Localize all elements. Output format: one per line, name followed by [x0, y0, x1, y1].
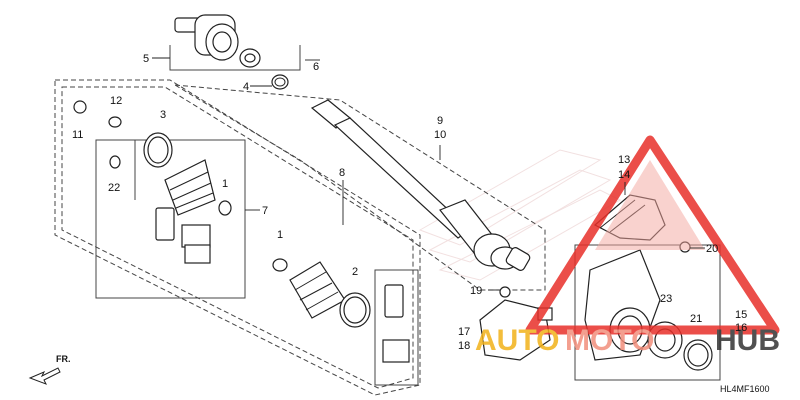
- cv-joint-outer: [174, 14, 289, 90]
- group-box-boot-kit: [374, 269, 419, 386]
- front-direction-arrow: FR.: [28, 354, 71, 385]
- watermark-text-hub: HUB: [715, 324, 780, 357]
- label-part-18: 18: [458, 340, 470, 352]
- label-part-12: 12: [110, 95, 122, 107]
- label-part-7: 7: [262, 205, 268, 217]
- label-part-20: 20: [706, 243, 718, 255]
- label-part-11: 11: [72, 129, 83, 141]
- label-part-10: 10: [434, 129, 446, 141]
- group-box-5-6: [169, 45, 301, 71]
- label-part-21: 21: [690, 313, 702, 325]
- label-part-3: 3: [160, 109, 166, 121]
- cv-boot-right: [272, 258, 410, 363]
- label-part-23: 23: [660, 293, 672, 305]
- drive-shaft: [310, 99, 531, 271]
- label-part-1-a: 1: [222, 178, 228, 190]
- label-part-8: 8: [339, 167, 345, 179]
- watermark-text-moto: MOTO: [565, 324, 654, 357]
- diagram-code: HL4MF1600: [720, 384, 770, 394]
- group-box-7: [95, 139, 246, 299]
- label-part-19: 19: [470, 285, 482, 297]
- assembly-outline-9: [174, 84, 546, 291]
- background-logo-stripes: [418, 149, 622, 281]
- label-part-6: 6: [313, 61, 319, 73]
- label-part-4: 4: [243, 81, 249, 93]
- assembly-outline-8-inner: [61, 86, 414, 389]
- label-part-9: 9: [437, 115, 443, 127]
- assembly-outline-8: [54, 79, 421, 396]
- label-part-15: 15: [735, 309, 747, 321]
- front-arrow-label: FR.: [56, 354, 71, 364]
- watermark-logo: AUTO MOTO HUB: [475, 135, 780, 357]
- watermark-text-auto: AUTO: [475, 324, 559, 357]
- label-part-1-b: 1: [277, 229, 283, 241]
- label-part-13: 13: [618, 154, 630, 166]
- label-part-17: 17: [458, 326, 470, 338]
- label-part-16: 16: [735, 322, 747, 334]
- label-part-2: 2: [352, 266, 358, 278]
- leader-lines: [152, 57, 705, 291]
- label-part-22: 22: [108, 182, 120, 194]
- group-box-22: [96, 139, 136, 200]
- label-part-5: 5: [143, 53, 149, 65]
- cv-boot-left: [73, 100, 232, 264]
- label-part-14: 14: [618, 169, 630, 181]
